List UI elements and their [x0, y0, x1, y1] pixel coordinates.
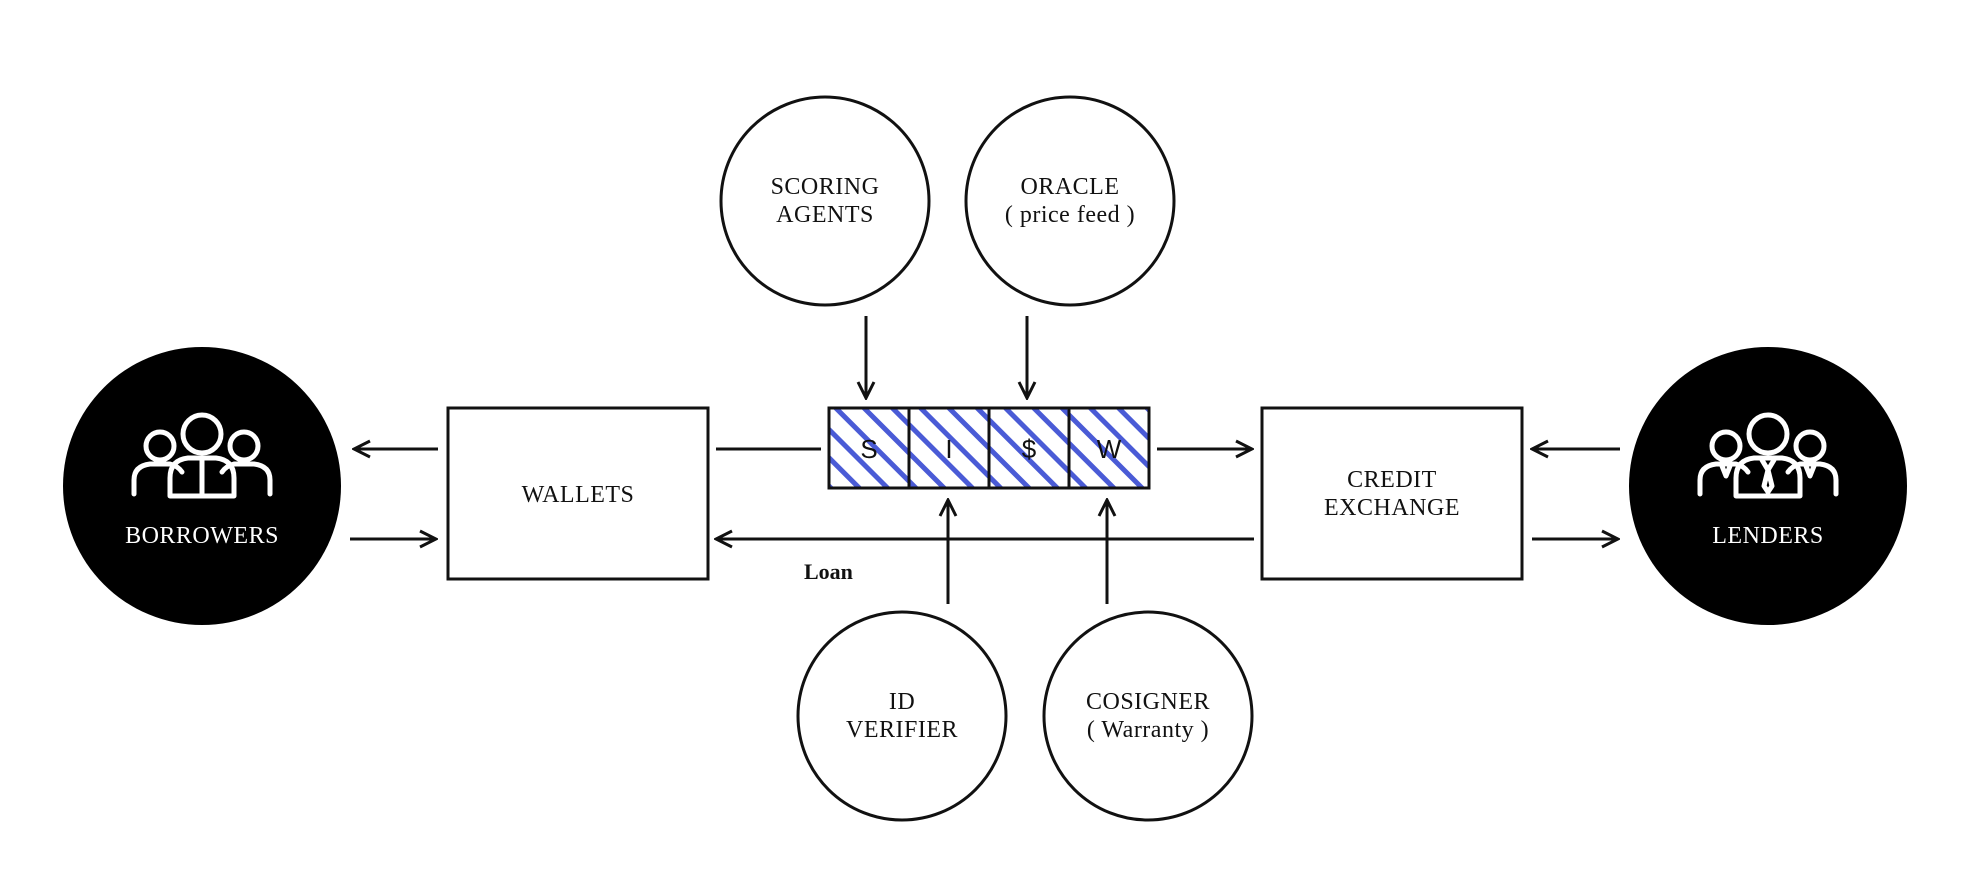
- id-verifier-node: ID VERIFIER: [796, 610, 1008, 822]
- borrowers-node: BORROWERS: [63, 347, 341, 625]
- token-cell-label: $: [1022, 434, 1037, 464]
- token-cell-label: S: [860, 434, 877, 464]
- scoring-agents-label-line2: AGENTS: [776, 202, 874, 228]
- credit-exchange-label-line1: CREDIT: [1347, 467, 1437, 493]
- credit-exchange-box: CREDIT EXCHANGE: [1260, 406, 1524, 581]
- oracle-label-line2: ( price feed ): [1005, 202, 1135, 228]
- token-cell-label: W: [1097, 434, 1122, 464]
- credit-exchange-label-line2: EXCHANGE: [1324, 495, 1460, 521]
- oracle-node: ORACLE ( price feed ): [964, 95, 1176, 307]
- cosigner-label-line1: COSIGNER: [1086, 689, 1210, 715]
- token-cell: I: [907, 406, 991, 490]
- id-verifier-label-line2: VERIFIER: [846, 717, 958, 743]
- token-cell: W: [1067, 406, 1151, 490]
- borrowers-label: BORROWERS: [125, 523, 279, 549]
- business-people-group-icon: [1697, 412, 1839, 499]
- scoring-agents-node: SCORING AGENTS: [719, 95, 931, 307]
- wallets-label: WALLETS: [522, 482, 635, 508]
- id-verifier-label-line1: ID: [889, 689, 915, 715]
- token-cell: $: [987, 406, 1071, 490]
- wallets-box: WALLETS: [446, 406, 710, 581]
- people-group-icon: [131, 412, 273, 499]
- cosigner-node: COSIGNER ( Warranty ): [1042, 610, 1254, 822]
- loan-edge-label: Loan: [804, 559, 853, 584]
- oracle-label-line1: ORACLE: [1021, 174, 1120, 200]
- lenders-node: LENDERS: [1629, 347, 1907, 625]
- lenders-label: LENDERS: [1712, 523, 1824, 549]
- cosigner-label-line2: ( Warranty ): [1087, 717, 1209, 743]
- token-cell-label: I: [945, 434, 952, 464]
- token-cell: S: [827, 406, 911, 490]
- token-strip: S I $ W: [827, 406, 1151, 490]
- scoring-agents-label-line1: SCORING: [771, 174, 880, 200]
